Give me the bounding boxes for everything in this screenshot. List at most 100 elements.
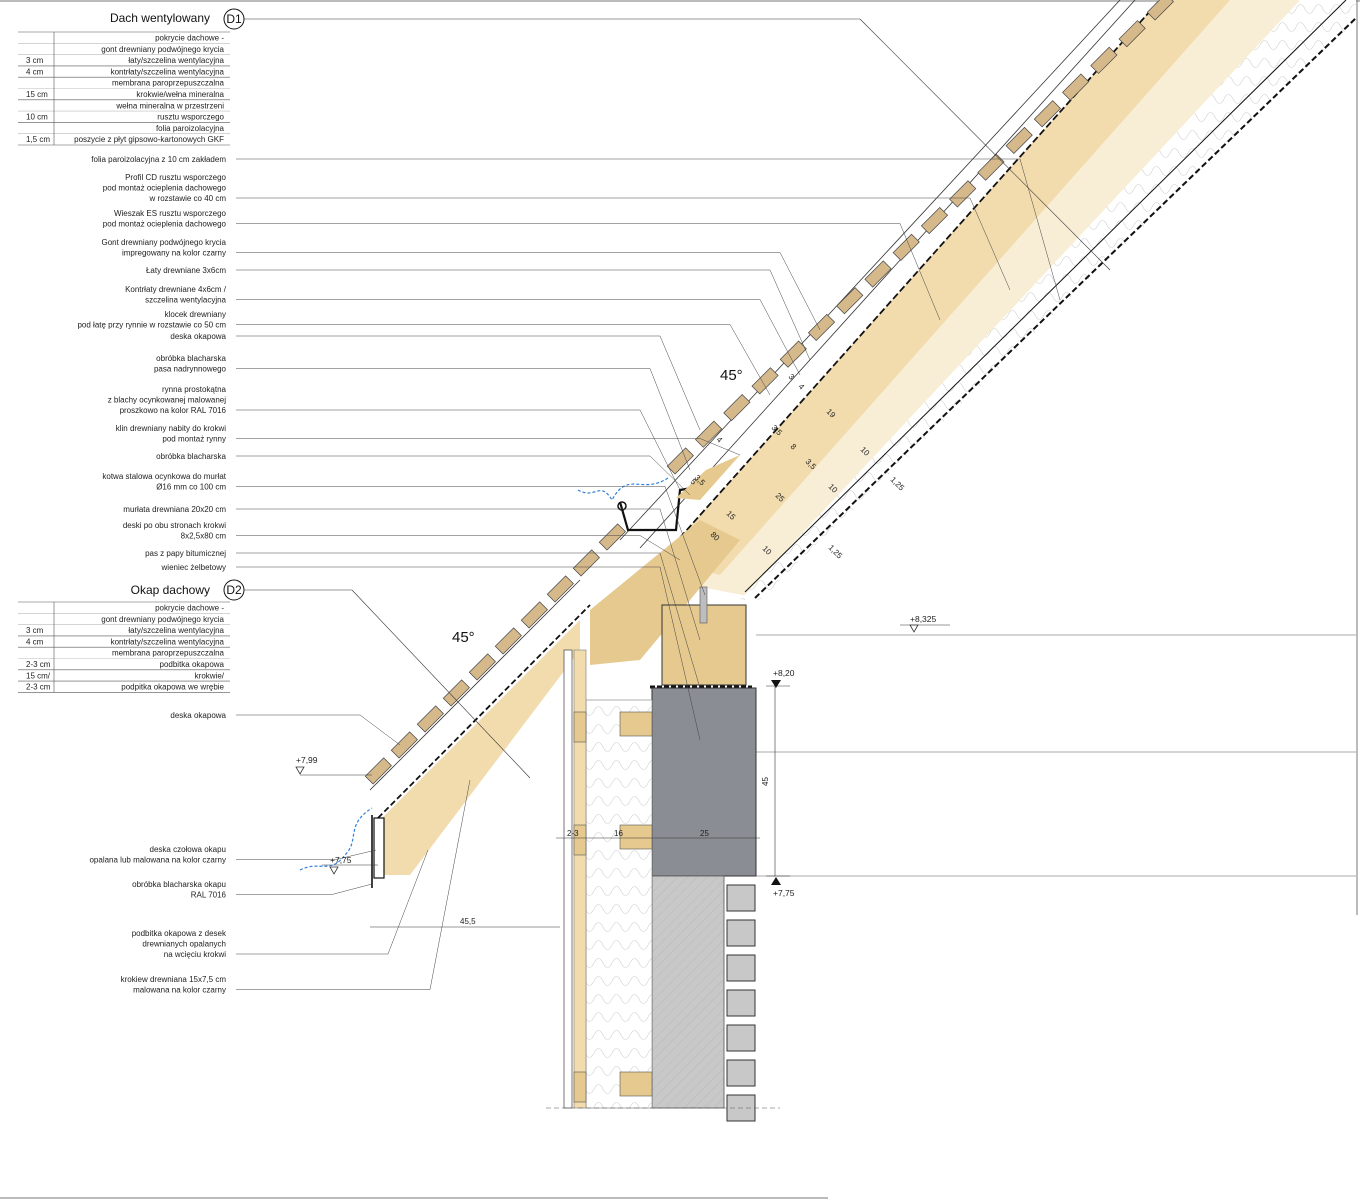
dim-16: 16: [614, 829, 623, 838]
d1-layer-table: pokrycie dachowe - gont drewniany podwójn…: [18, 31, 230, 146]
gutter-wedge: [676, 455, 740, 500]
layer-name: kontrłaty/szczelina wentylacyjna: [111, 637, 225, 646]
callout-label: pas z papy bitumicznej: [145, 549, 226, 558]
callout-label: podbitka okapowa z desek: [132, 929, 227, 938]
dim-25: 25: [700, 829, 709, 838]
shingle: [468, 653, 496, 681]
layer-name: krokwie/: [195, 671, 225, 680]
callout-label: Profil CD rusztu wsporczego: [125, 173, 226, 182]
layer-thickness: 4 cm: [26, 67, 44, 76]
layer-name: podpitka okapowa we wrębie: [121, 683, 224, 692]
shingle: [779, 340, 807, 368]
layer-name: pokrycie dachowe -: [155, 34, 224, 43]
callout-label: folia paroizolacyjna z 10 cm zakładem: [91, 155, 226, 164]
layer-thickness: 3 cm: [26, 626, 44, 635]
callout-label: pod łatę przy rynnie w rozstawie co 50 c…: [77, 321, 226, 330]
shingle: [807, 313, 836, 341]
shingle: [390, 731, 418, 759]
wooden-shingles-eave: [364, 523, 626, 785]
wall-block: [726, 989, 756, 1017]
layer-thickness: 15 cm: [26, 90, 48, 99]
callout-label: klin drewniany nabity do krokwi: [116, 424, 226, 433]
level-marks: +8,325 +8,20 +7,99 +7,75 +7,75: [295, 614, 950, 898]
roof-dimension: 8: [789, 442, 799, 452]
timber-batten: [573, 824, 587, 856]
layer-thickness: 10 cm: [26, 113, 48, 122]
wall-timber-blocks: [573, 711, 653, 1103]
shingle: [416, 705, 444, 733]
shingle: [666, 447, 694, 475]
callout-label: szczelina wentylacyjna: [145, 296, 226, 305]
callout-label: pod montaż ocieplenia dachowego: [103, 220, 227, 229]
shingle: [546, 575, 574, 603]
callout-label: murłata drewniana 20x20 cm: [123, 505, 226, 514]
roof-layers: [619, 0, 1357, 600]
callout-label: pasa nadrynnowego: [154, 365, 227, 374]
shingle: [920, 207, 949, 235]
wall-block: [726, 1059, 756, 1087]
level-799: +7,99: [296, 755, 318, 765]
layer-thickness: 3 cm: [26, 56, 44, 65]
vapour-barrier-foil: [754, 17, 1357, 599]
layer-name: membrana paroprzepuszczalna: [112, 79, 225, 88]
layer-name: łaty/szczelina wentylacyjna: [128, 56, 224, 65]
dim-45-5: 45,5: [460, 917, 476, 926]
layer-thickness: 1,5 cm: [26, 135, 50, 144]
callout-label: Łaty drewniane 3x6cm: [146, 266, 226, 275]
callout-label: obróbka blacharska okapu: [132, 880, 226, 889]
timber-batten: [573, 711, 587, 743]
level-775-eave: +7,75: [330, 855, 352, 865]
layer-thickness: 15 cm/: [26, 671, 51, 680]
ventilation-air-arrow-lower: [299, 807, 373, 871]
timber-block: [619, 1071, 653, 1097]
shingle: [949, 180, 977, 208]
d1-header: Dach wentylowany D1: [110, 8, 1111, 271]
callout-label: rynna prostokątna: [162, 385, 227, 394]
eave-wood-block: [590, 520, 740, 665]
layer-name: podbitka okapowa: [160, 660, 225, 669]
callout-label: obróbka blacharska: [156, 452, 226, 461]
d1-marker: D1: [226, 12, 242, 26]
level-8325: +8,325: [910, 614, 937, 624]
roof-dimension: 4: [797, 382, 807, 392]
d2-header: Okap dachowy D2: [131, 579, 531, 779]
layer-name: wełna mineralna w przestrzeni: [115, 101, 224, 110]
masonry-wall: [651, 875, 725, 1109]
shingle: [1005, 126, 1033, 155]
timber-block: [619, 711, 653, 737]
roof-dimension: 1,25: [827, 543, 845, 561]
angle-label-upper: 45°: [720, 367, 743, 384]
rafter-layer: [660, 0, 1230, 575]
shingle: [598, 523, 626, 551]
callout-label: Wieszak ES rusztu wsporczego: [114, 209, 227, 218]
shingle: [751, 367, 779, 395]
shingle: [1146, 0, 1174, 21]
shingle: [442, 679, 470, 707]
shingle: [836, 287, 864, 315]
callout-label: opalana lub malowana na kolor czarny: [89, 856, 226, 865]
layer-name: poszycie z płyt gipsowo-kartonowych GKF: [74, 135, 224, 144]
callout-label: proszkowo na kolor RAL 7016: [120, 406, 227, 415]
reinforced-concrete-ring-beam: [651, 687, 757, 877]
layer-name: kontrłaty/szczelina wentylacyjna: [111, 67, 225, 76]
shingle: [695, 420, 723, 448]
dim-45: 45: [761, 777, 770, 786]
wall-block: [726, 954, 756, 982]
wall-block: [726, 919, 756, 947]
shingle: [892, 233, 920, 261]
layer-name: gont drewniany podwójnego krycia: [101, 615, 224, 624]
shingle: [977, 153, 1005, 181]
roof-dimension: 1,25: [889, 475, 907, 493]
callout-label: z blachy ocynkowanej malowanej: [108, 396, 227, 405]
callout-label: na wcięciu krokwi: [164, 950, 226, 959]
shingle: [1090, 46, 1118, 74]
callout-label: kotwa stalowa ocynkowa do murłat: [102, 472, 226, 481]
d2-marker: D2: [226, 583, 242, 597]
timber-batten: [573, 1071, 587, 1103]
callout-label: 8x2,5x80 cm: [181, 532, 227, 541]
shingle: [723, 393, 751, 422]
layer-name: łaty/szczelina wentylacyjna: [128, 626, 224, 635]
steel-anchor: [699, 586, 708, 624]
layer-name: gont drewniany podwójnego krycia: [101, 45, 224, 54]
